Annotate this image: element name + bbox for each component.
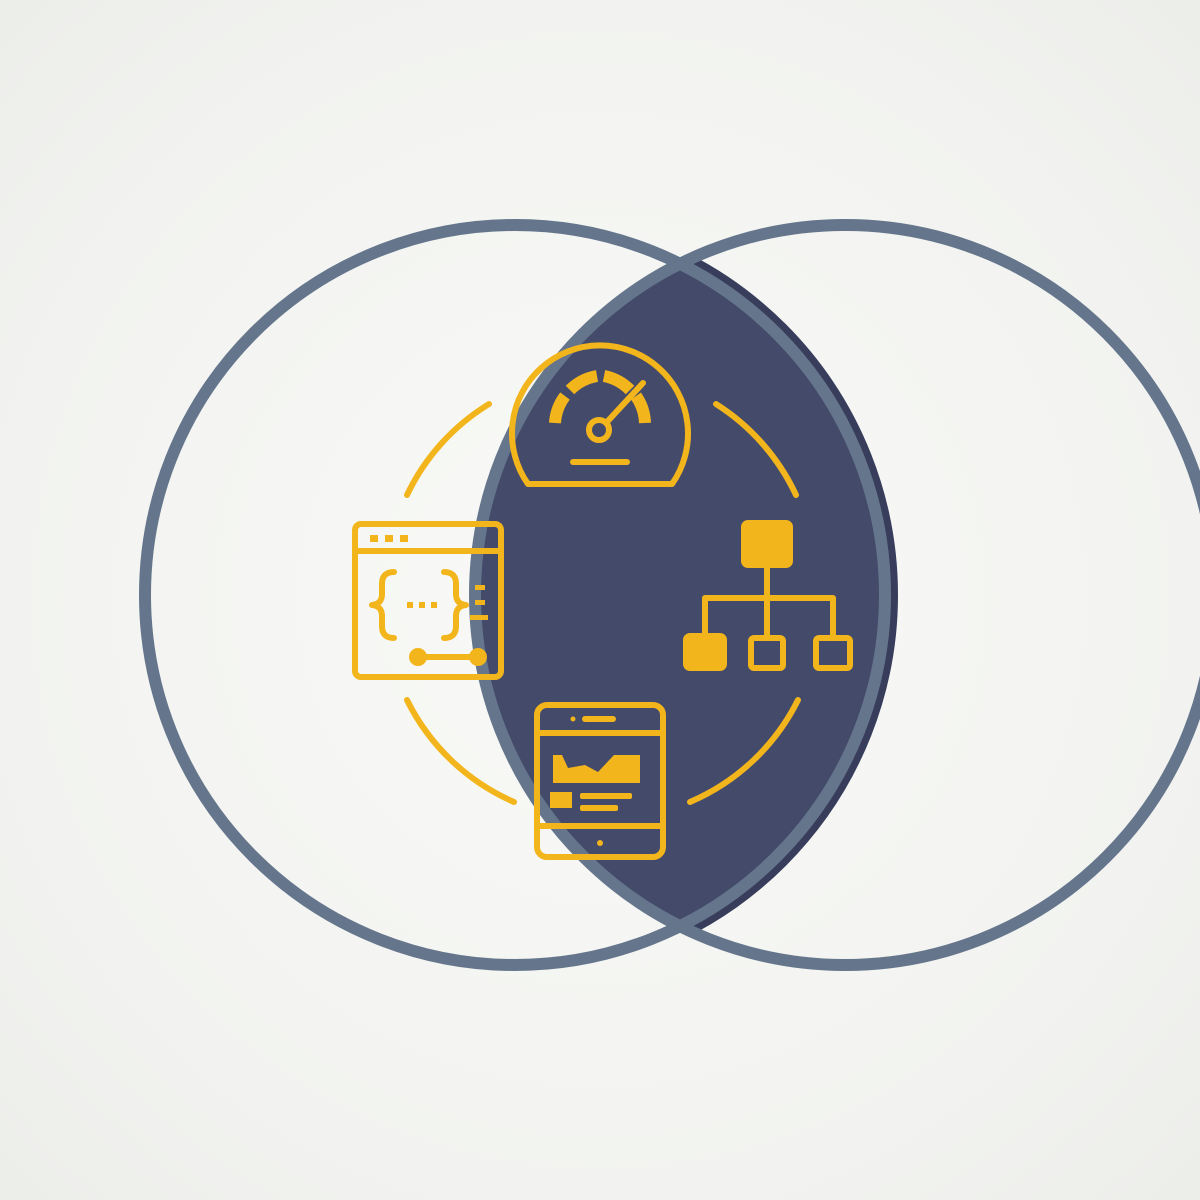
code-window-icon: [352, 521, 504, 680]
cycle-arc-bottom-right: [687, 697, 801, 805]
cycle-arcs: [404, 401, 801, 805]
hierarchy-icon: [683, 520, 853, 671]
left-brace-icon: [369, 569, 397, 641]
cycle-arc-top-left: [404, 401, 492, 498]
content-block-icon: [550, 792, 572, 808]
cycle-arc-top-right: [713, 401, 799, 498]
cycle-arc-bottom-left: [404, 697, 517, 805]
left-ring: [139, 219, 891, 971]
code-lines-icon: [470, 585, 488, 620]
text-lines-icon: [580, 793, 632, 811]
right-ring: [469, 219, 1200, 971]
chart-panel-icon: [553, 755, 640, 783]
ellipsis-icon: [407, 602, 437, 608]
right-brace-icon: [441, 569, 469, 641]
window-dots-icon: [370, 535, 408, 542]
tablet-dashboard-icon: [534, 702, 666, 860]
speedometer-icon: [509, 342, 691, 487]
